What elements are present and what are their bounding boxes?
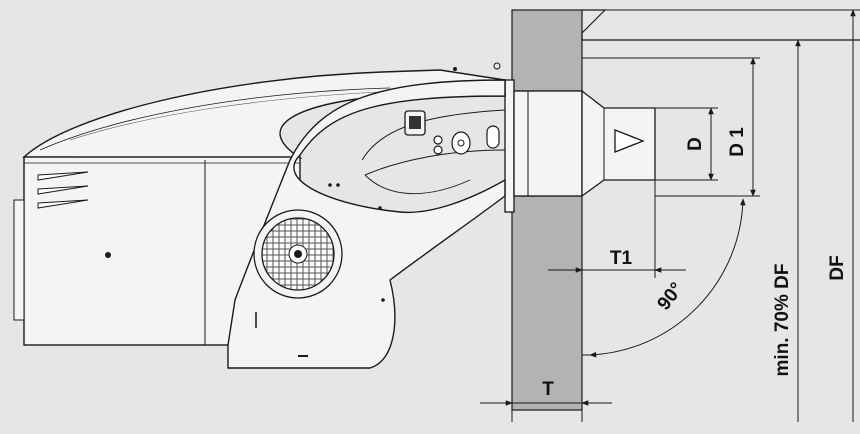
burner-body — [13, 62, 506, 369]
wall-section — [511, 9, 860, 411]
label-min-df: min. 70% DF — [772, 264, 793, 377]
blast-tube — [513, 90, 583, 197]
wall-lower — [511, 195, 583, 411]
dimension-lines — [480, 9, 856, 422]
label-d: D — [685, 137, 706, 151]
chamber-top-wall — [581, 33, 860, 41]
label-d1: D 1 — [727, 127, 748, 157]
label-t1: T1 — [610, 248, 633, 269]
label-df: DF — [827, 255, 848, 280]
fan-grille-icon — [253, 209, 343, 299]
label-angle: 90° — [654, 279, 688, 315]
flame-direction-icon — [614, 129, 645, 153]
wall-upper — [511, 9, 583, 92]
label-t: T — [542, 379, 554, 400]
burner-head — [504, 79, 656, 213]
chamber-outline — [581, 9, 607, 34]
control-box-icon — [404, 110, 426, 136]
mounting-flange — [504, 79, 515, 213]
